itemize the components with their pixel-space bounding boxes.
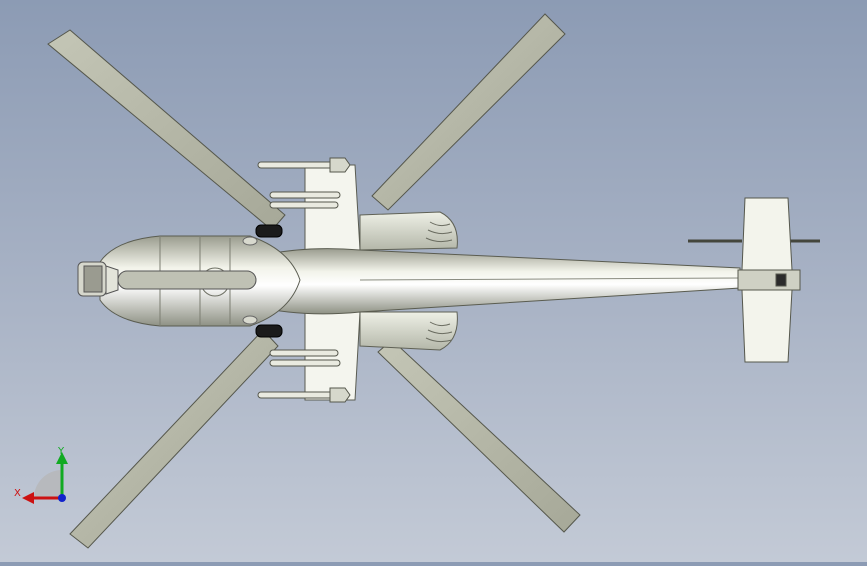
missile-3 (269, 201, 339, 209)
missile-4 (269, 349, 339, 357)
tail-section (688, 197, 820, 363)
triad-y-label: Y (57, 446, 65, 457)
horizontal-stabilizer-left (741, 197, 793, 271)
triad-z-axis (58, 494, 66, 502)
engine-nacelles (359, 211, 458, 351)
weapons (257, 157, 351, 403)
wheel-right (255, 324, 283, 338)
horizontal-stabilizer-right (741, 289, 793, 363)
wheel-left (255, 224, 283, 238)
rotor-blade-upper-left (47, 29, 286, 231)
engine-right (359, 311, 458, 351)
tail-boom (249, 248, 741, 315)
coordinate-triad: Y X (14, 446, 68, 504)
triad-z-plane (34, 470, 62, 498)
rotor-blade-lower-left (69, 329, 279, 549)
engine-left (359, 211, 458, 251)
landing-gear (242, 224, 283, 338)
triad-x-label: X (14, 488, 21, 499)
rotor-blade-lower-right (377, 339, 581, 533)
nose-gun (77, 261, 257, 297)
missile-5 (269, 359, 341, 367)
missile-2 (269, 191, 341, 199)
rotor-blade-upper-right (371, 13, 566, 211)
rotor-blades (47, 13, 581, 549)
